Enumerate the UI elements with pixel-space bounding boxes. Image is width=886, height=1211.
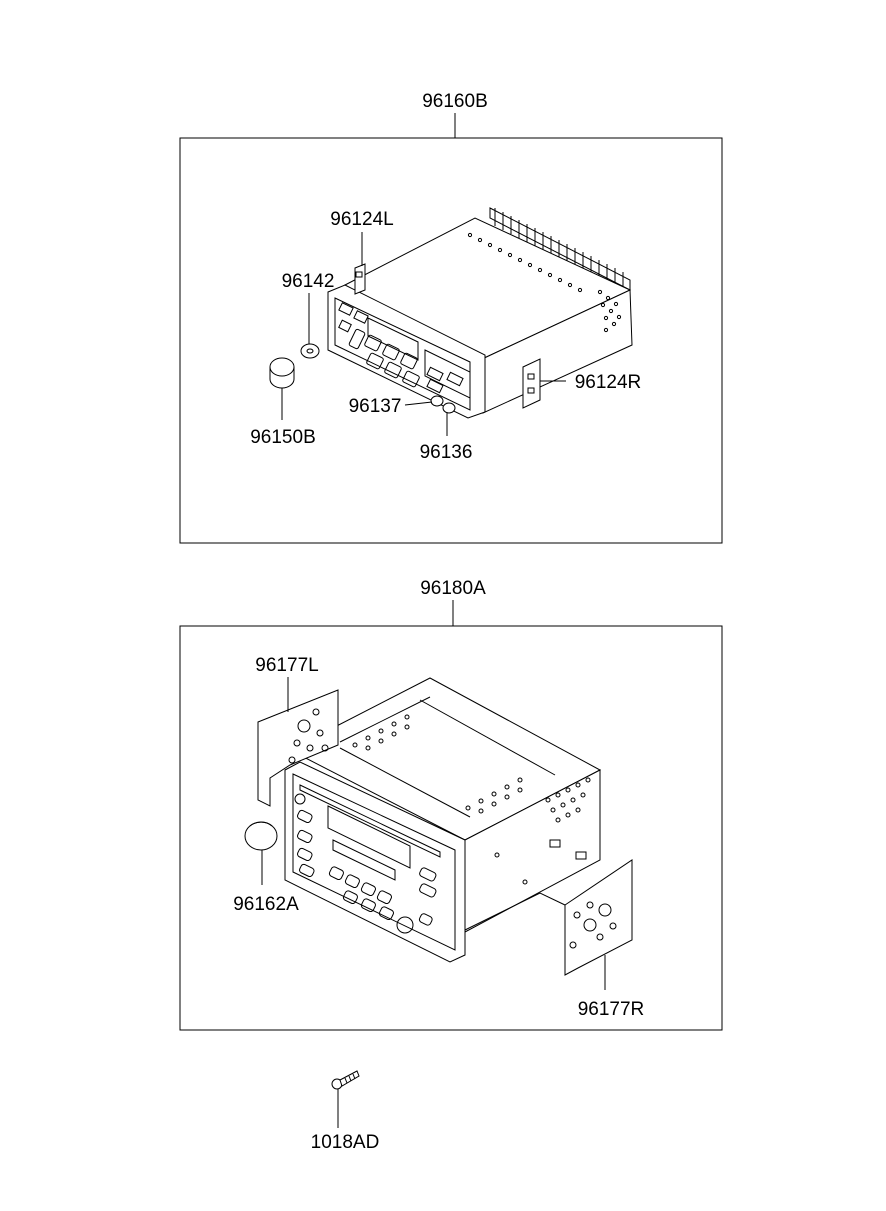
assembly-label-96160b[interactable]: 96160B bbox=[422, 91, 488, 112]
small-knob-96136 bbox=[442, 402, 456, 414]
part-label-96142[interactable]: 96142 bbox=[282, 271, 335, 292]
part-label-96177l[interactable]: 96177L bbox=[255, 655, 318, 676]
assembly-label-96180a[interactable]: 96180A bbox=[420, 578, 486, 599]
assembly-frame-96160b bbox=[179, 137, 723, 544]
part-label-96137[interactable]: 96137 bbox=[349, 396, 402, 417]
part-label-96150b[interactable]: 96150B bbox=[250, 427, 316, 448]
bracket-left-96124l bbox=[354, 263, 366, 295]
group-96160b: 96160B bbox=[179, 91, 723, 544]
part-label-1018ad[interactable]: 1018AD bbox=[311, 1132, 380, 1153]
part-label-96177r[interactable]: 96177R bbox=[578, 999, 645, 1020]
knob-96150b bbox=[269, 357, 295, 389]
assembly-frame-96180a bbox=[179, 625, 723, 1031]
group-96180a: 96180A bbox=[179, 578, 723, 1031]
part-label-96124r[interactable]: 96124R bbox=[575, 372, 642, 393]
bracket-left-96177l bbox=[257, 689, 339, 807]
knob-washer-96142 bbox=[300, 343, 320, 359]
knob-96162a bbox=[244, 821, 278, 851]
bracket-right-96177r bbox=[464, 859, 633, 976]
bracket-right-96124r bbox=[522, 358, 541, 409]
screw-1018ad bbox=[331, 1070, 360, 1090]
part-label-96136[interactable]: 96136 bbox=[420, 442, 473, 463]
part-label-96124l[interactable]: 96124L bbox=[330, 209, 393, 230]
cd-unit-illustration bbox=[284, 677, 602, 963]
radio-unit-illustration bbox=[327, 207, 633, 419]
small-knob-96137 bbox=[430, 395, 444, 407]
part-label-96162a[interactable]: 96162A bbox=[233, 894, 299, 915]
